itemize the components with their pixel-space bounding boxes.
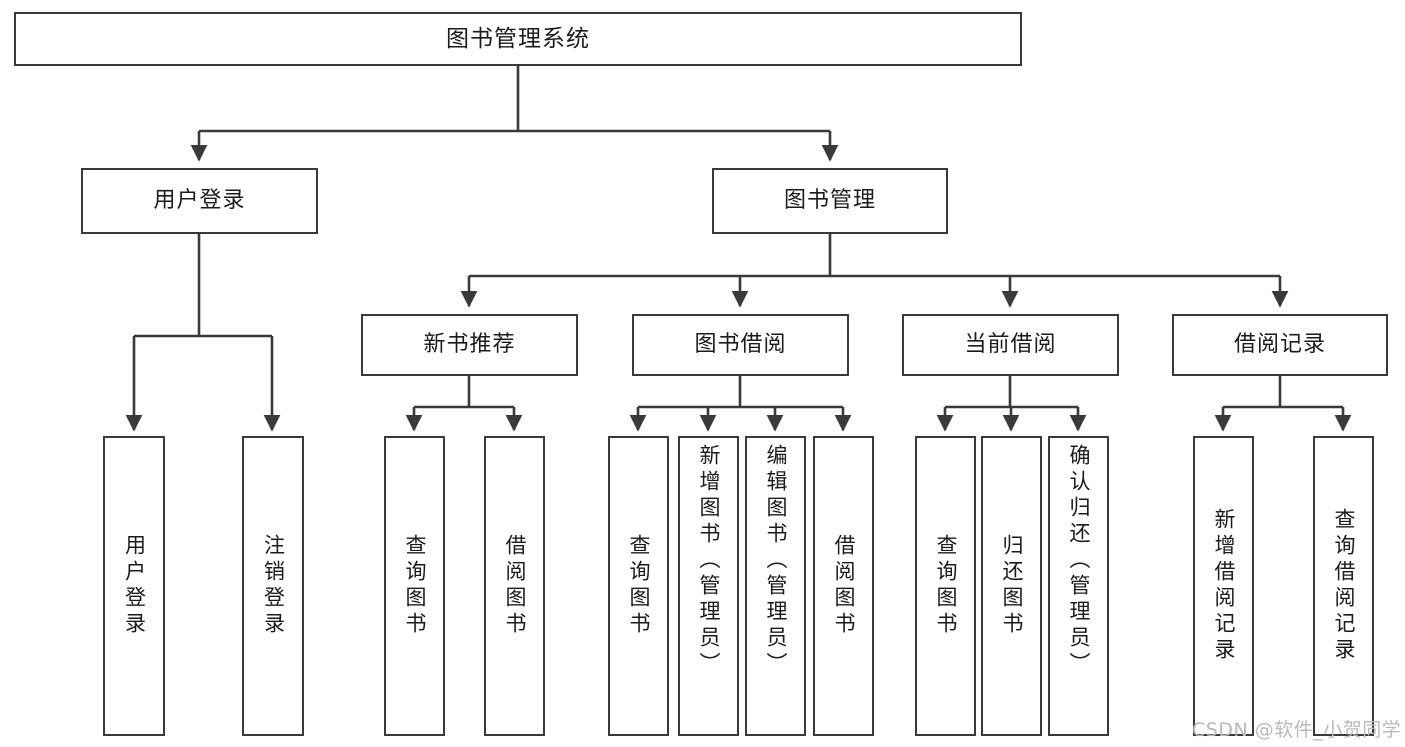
node-label: 借阅记录 — [1233, 332, 1326, 358]
leaf-return-book[interactable]: 归还图书 — [981, 436, 1042, 736]
node-user-login[interactable]: 用户登录 — [81, 168, 318, 234]
node-label: 新增借阅记录 — [1212, 508, 1236, 664]
node-label: 查询图书 — [627, 534, 651, 638]
leaf-add-borrow-record[interactable]: 新增借阅记录 — [1193, 436, 1254, 736]
node-label: 编辑图书（管理员） — [764, 444, 788, 678]
node-label: 查询借阅记录 — [1332, 508, 1356, 664]
leaf-query-book-borrow[interactable]: 查询图书 — [608, 436, 669, 736]
leaf-add-book[interactable]: 新增图书（管理员） — [678, 436, 739, 736]
node-label: 查询图书 — [403, 534, 427, 638]
node-label: 新书推荐 — [423, 332, 516, 358]
leaf-query-borrow-record[interactable]: 查询借阅记录 — [1313, 436, 1374, 736]
node-label: 借阅图书 — [503, 534, 527, 638]
node-new-book-recommend[interactable]: 新书推荐 — [361, 314, 578, 376]
leaf-edit-book[interactable]: 编辑图书（管理员） — [745, 436, 806, 736]
leaf-query-book-current[interactable]: 查询图书 — [915, 436, 976, 736]
node-borrow-record[interactable]: 借阅记录 — [1172, 314, 1388, 376]
node-label: 确认归还（管理员） — [1067, 444, 1091, 678]
node-label: 用户登录 — [122, 534, 147, 638]
leaf-borrow-book[interactable]: 借阅图书 — [813, 436, 874, 736]
node-label: 图书管理系统 — [446, 25, 590, 52]
leaf-borrow-book-recommend[interactable]: 借阅图书 — [484, 436, 545, 736]
node-label: 新增图书（管理员） — [697, 444, 721, 678]
node-label: 注销登录 — [261, 534, 286, 638]
leaf-confirm-return[interactable]: 确认归还（管理员） — [1048, 436, 1109, 736]
node-label: 图书借阅 — [694, 332, 787, 358]
node-root-system[interactable]: 图书管理系统 — [14, 12, 1022, 66]
node-label: 图书管理 — [783, 188, 876, 214]
node-book-manage[interactable]: 图书管理 — [712, 168, 948, 234]
node-label: 查询图书 — [934, 534, 958, 638]
csdn-watermark: CSDN @软件_小贺同学 — [1192, 719, 1402, 741]
leaf-user-login[interactable]: 用户登录 — [103, 436, 165, 736]
node-book-borrow[interactable]: 图书借阅 — [632, 314, 849, 376]
leaf-logout[interactable]: 注销登录 — [242, 436, 304, 736]
node-label: 当前借阅 — [964, 332, 1057, 358]
node-label: 用户登录 — [153, 188, 246, 214]
leaf-query-book-recommend[interactable]: 查询图书 — [384, 436, 445, 736]
node-label: 借阅图书 — [832, 534, 856, 638]
node-current-borrow[interactable]: 当前借阅 — [902, 314, 1119, 376]
node-label: 归还图书 — [1000, 534, 1024, 638]
